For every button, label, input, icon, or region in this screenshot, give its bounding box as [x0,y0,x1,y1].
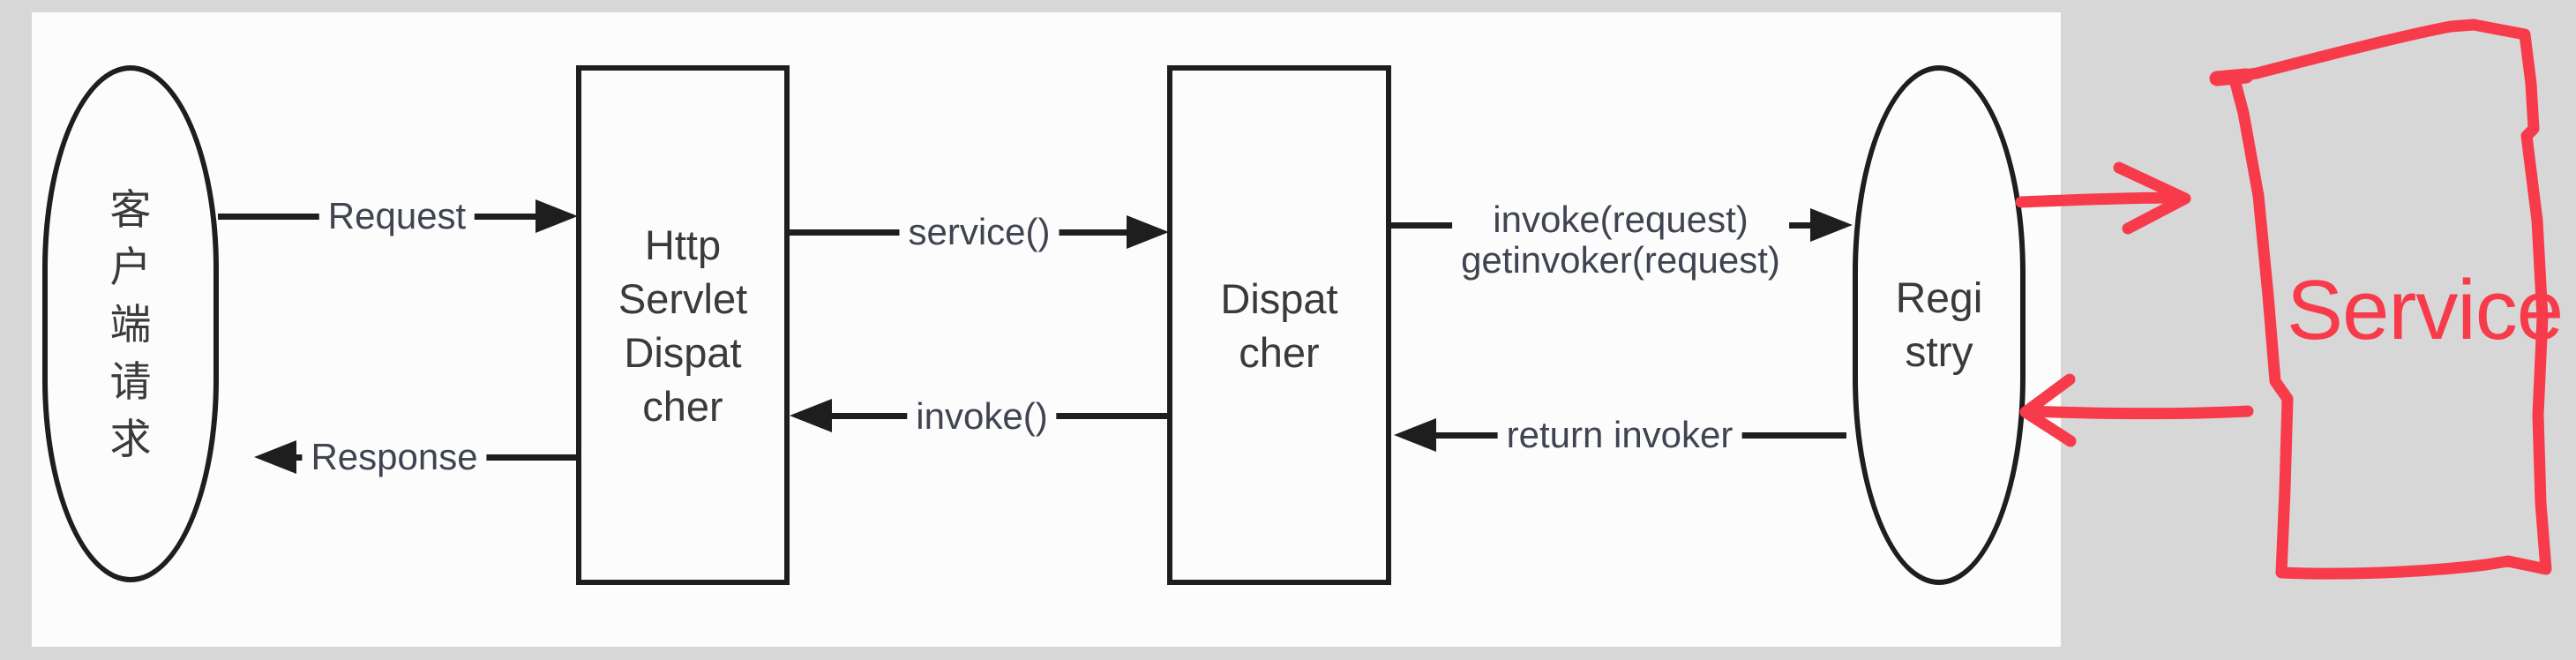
dispatcher-node: Dispat cher [1167,65,1391,585]
node-line: Regi [1895,274,1983,322]
red-arrow-service-to-registry [2022,405,2254,420]
invoke-request-label-line1: invoke(request) [1493,199,1749,240]
service-node-label: Service [2287,263,2564,357]
return-invoker-arrow-label: return invoker [1497,413,1742,457]
client-char: 户 [109,243,152,290]
node-line: stry [1905,328,1973,376]
client-char: 端 [109,300,152,348]
http-servlet-dispatcher-node: Http Servlet Dispat cher [576,65,790,585]
node-line: cher [642,382,723,430]
node-line: Http [644,221,722,268]
node-line: cher [1239,328,1320,376]
request-arrowhead-icon [535,199,578,233]
registry-node: Regi stry [1853,65,2026,585]
return-invoker-arrowhead-icon [1394,418,1436,452]
request-arrow-label: Request [318,194,476,238]
client-char: 请 [109,357,152,405]
client-char: 求 [109,415,152,462]
diagram-canvas [32,12,2061,647]
invoke-request-arrowhead-icon [1810,208,1853,242]
invoke-call-arrowhead-icon [790,399,832,432]
red-arrowhead-right-icon [2113,161,2191,235]
node-line: Dispat [624,328,742,376]
invoke-request-arrow-label: invoke(request) getinvoker(request) [1452,198,1789,282]
invoke-call-arrow-label: invoke() [907,394,1057,439]
response-arrowhead-icon [254,440,296,474]
invoke-request-label-line2: getinvoker(request) [1461,239,1780,281]
client-char: 客 [109,185,152,233]
service-call-arrow-label: service() [899,210,1060,254]
response-arrow-label: Response [302,435,487,479]
node-line: Dispat [1220,274,1338,322]
node-line: Servlet [618,274,748,322]
client-request-node: 客 户 端 请 求 [42,65,219,582]
red-pen-dab [2209,68,2254,86]
service-call-arrowhead-icon [1127,215,1169,249]
